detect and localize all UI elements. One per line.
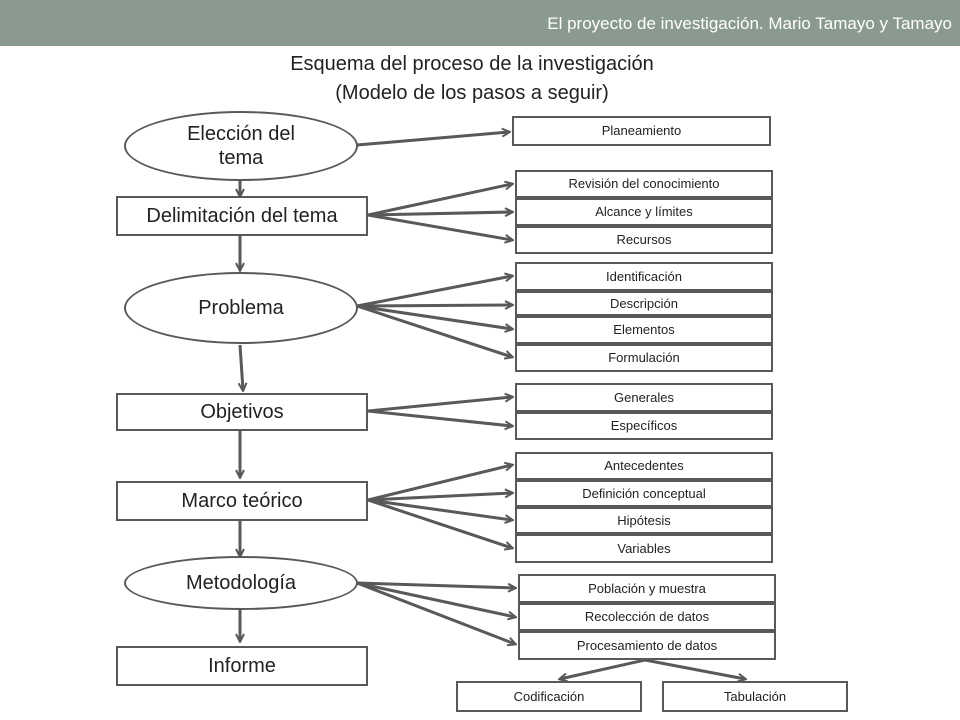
step-label: Metodología: [185, 572, 297, 594]
step-eleccion-del-tema: Elección del tema: [124, 111, 358, 181]
detail-definicion-conceptual: Definición conceptual: [515, 480, 773, 507]
step-metodologia: Metodología: [124, 556, 358, 610]
diagram-title: Esquema del proceso de la investigación: [290, 53, 654, 75]
detail-planeamiento: Planeamiento: [512, 116, 771, 146]
header-text: El proyecto de investigación. Mario Tama…: [547, 14, 952, 33]
step-informe: Informe: [116, 646, 368, 686]
detail-recursos: Recursos: [515, 226, 773, 254]
step-problema: Problema: [124, 272, 358, 344]
step-label: Delimitación del tema: [146, 205, 338, 227]
detail-alcance-y-limites: Alcance y límites: [515, 198, 773, 226]
detail-descripcion: Descripción: [515, 291, 773, 316]
detail-elementos: Elementos: [515, 316, 773, 344]
step-delimitacion-del-tema: Delimitación del tema: [116, 196, 368, 236]
detail-procesamiento-de-datos: Procesamiento de datos: [518, 631, 776, 660]
detail-especificos: Específicos: [515, 412, 773, 440]
detail-recoleccion-de-datos: Recolección de datos: [518, 603, 776, 631]
step-label: Objetivos: [200, 401, 284, 423]
detail-codificacion: Codificación: [456, 681, 642, 712]
detail-antecedentes: Antecedentes: [515, 452, 773, 480]
step-label: Marco teórico: [181, 490, 303, 512]
detail-identificacion: Identificación: [515, 262, 773, 291]
detail-tabulacion: Tabulación: [662, 681, 848, 712]
detail-poblacion-y-muestra: Población y muestra: [518, 574, 776, 603]
detail-variables: Variables: [515, 534, 773, 563]
detail-generales: Generales: [515, 383, 773, 412]
step-label: Informe: [208, 655, 276, 677]
step-label: Problema: [198, 297, 284, 319]
step-marco-teorico: Marco teórico: [116, 481, 368, 521]
detail-revision-del-conocimiento: Revisión del conocimiento: [515, 170, 773, 198]
detail-formulacion: Formulación: [515, 344, 773, 372]
diagram-subtitle: (Modelo de los pasos a seguir): [335, 82, 609, 104]
detail-hipotesis: Hipótesis: [515, 507, 773, 534]
header-bar: El proyecto de investigación. Mario Tama…: [0, 0, 960, 46]
step-objetivos: Objetivos: [116, 393, 368, 431]
step-label: Elección del tema: [187, 123, 295, 169]
